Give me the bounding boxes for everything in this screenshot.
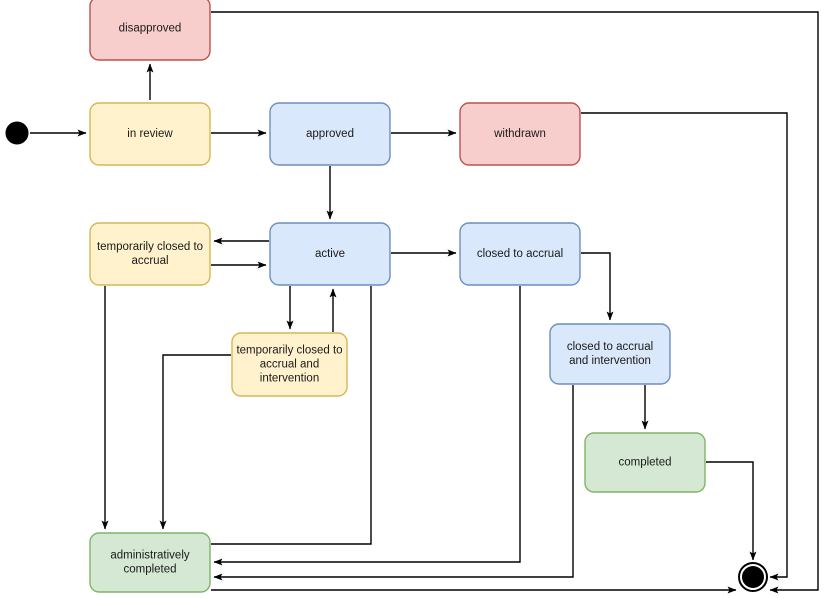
state-box-temp_closed_accrual[interactable] [89,222,211,286]
transition-closed_accrual_intervention-to-administratively_completed [213,385,574,581]
state-box-closed_accrual_intervention[interactable] [549,323,671,385]
state-box-administratively_completed[interactable] [89,532,211,593]
state-box-active[interactable] [269,222,391,286]
state-box-completed[interactable] [584,432,706,493]
state-box-withdrawn[interactable] [459,102,581,166]
state-closed_accrual[interactable]: closed to accrual [459,222,581,286]
transition-temp_closed_accrual_intervention-to-administratively_completed [159,354,231,530]
transition-disapproved-to-final-state [211,11,819,594]
final-state-node[interactable] [738,562,768,592]
transition-active-to-administratively_completed [211,286,372,545]
state-box-approved[interactable] [269,102,391,166]
transitions-layer [30,11,819,594]
state-box-temp_closed_accrual_intervention[interactable] [231,332,348,397]
state-box-disapproved[interactable] [89,0,211,61]
state-approved[interactable]: approved [269,102,391,166]
state-completed[interactable]: completed [584,432,706,493]
initial-state-node[interactable] [5,121,29,145]
state-withdrawn[interactable]: withdrawn [459,102,581,166]
state-box-in_review[interactable] [89,102,211,166]
transition-completed-to-final-state [706,461,757,561]
transition-closed_accrual-to-closed_accrual_intervention [581,252,614,321]
states-layer: disapproved in review approved withdrawn tem… [5,0,768,593]
transition-withdrawn-to-final-state [581,112,788,581]
state-box-closed_accrual[interactable] [459,222,581,286]
state-disapproved[interactable]: disapproved [89,0,211,61]
state-active[interactable]: active [269,222,391,286]
transition-closed_accrual-to-administratively_completed [213,286,521,566]
final-state-core [742,566,764,588]
state-in_review[interactable]: in review [89,102,211,166]
